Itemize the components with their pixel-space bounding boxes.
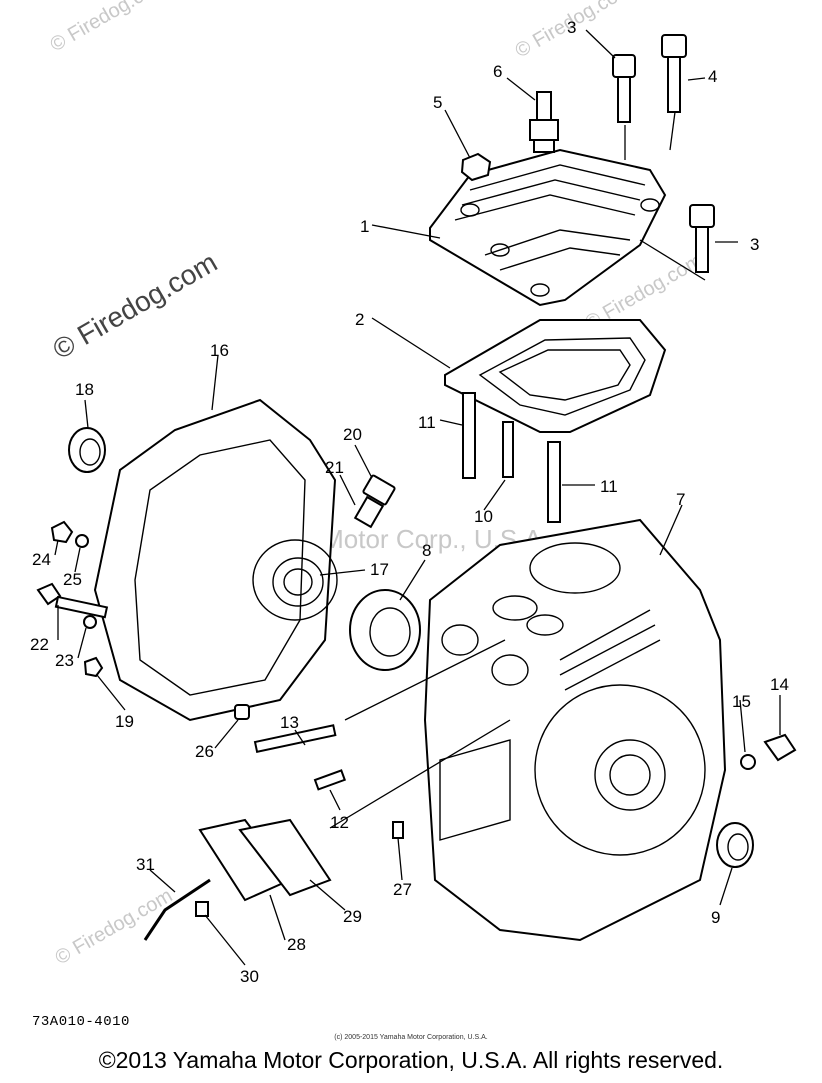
callout-11-left: 11 <box>418 413 436 432</box>
callout-2: 2 <box>355 310 364 329</box>
callout-11-right: 11 <box>600 477 618 496</box>
callout-17: 17 <box>370 560 389 579</box>
callout-19: 19 <box>115 712 134 731</box>
callout-3-right: 3 <box>750 235 759 254</box>
breather-cover <box>143 818 404 941</box>
callout-6: 6 <box>493 62 502 81</box>
callout-3-top: 3 <box>567 18 576 37</box>
crankcase-block <box>423 518 727 942</box>
callout-1: 1 <box>360 217 369 236</box>
callout-29: 29 <box>343 907 362 926</box>
head-bolts <box>460 34 715 273</box>
head-gasket <box>444 319 667 433</box>
callout-31: 31 <box>136 855 155 874</box>
callout-23: 23 <box>55 651 74 670</box>
callout-15: 15 <box>732 692 751 711</box>
callout-18: 18 <box>75 380 94 399</box>
callout-12: 12 <box>330 813 349 832</box>
callout-10: 10 <box>474 507 493 526</box>
callout-21: 21 <box>325 458 344 477</box>
exploded-parts-diagram: © Firedog.com © Firedog.com © Firedog.co… <box>30 0 797 986</box>
studs <box>462 392 561 523</box>
callout-7: 7 <box>676 490 685 509</box>
callout-16: 16 <box>210 341 229 360</box>
small-fasteners <box>36 520 109 678</box>
lower-studs-bolts <box>253 724 797 791</box>
callout-14: 14 <box>770 675 789 694</box>
diagram-code: 73A010-4010 <box>32 1014 130 1030</box>
callout-4: 4 <box>708 67 717 86</box>
callout-24: 24 <box>32 550 51 569</box>
callout-26: 26 <box>195 742 214 761</box>
watermark-left: © Firedog.com <box>48 246 223 365</box>
callout-5: 5 <box>433 93 442 112</box>
callout-30: 30 <box>240 967 259 986</box>
watermark-top-left: © Firedog.com <box>47 0 172 56</box>
watermark-bottom-left: © Firedog.com <box>52 885 177 970</box>
callout-25: 25 <box>63 570 82 589</box>
copyright-footer: ©2013 Yamaha Motor Corporation, U.S.A. A… <box>98 1047 724 1073</box>
bearings-seals <box>68 427 754 868</box>
drain-plug <box>353 474 396 529</box>
callout-labels: 1 2 3 3 4 5 6 7 8 9 10 11 11 12 13 14 15… <box>30 18 789 986</box>
cylinder-head <box>429 148 667 307</box>
callout-22: 22 <box>30 635 49 654</box>
callout-28: 28 <box>287 935 306 954</box>
crankcase-cover <box>93 398 338 722</box>
callout-20: 20 <box>343 425 362 444</box>
callout-8: 8 <box>422 541 431 560</box>
small-copyright: (c) 2005-2015 Yamaha Motor Corporation, … <box>334 1034 488 1041</box>
callout-27: 27 <box>393 880 412 899</box>
leader-lines <box>54 29 781 966</box>
callout-13: 13 <box>280 713 299 732</box>
callout-9: 9 <box>711 908 720 927</box>
